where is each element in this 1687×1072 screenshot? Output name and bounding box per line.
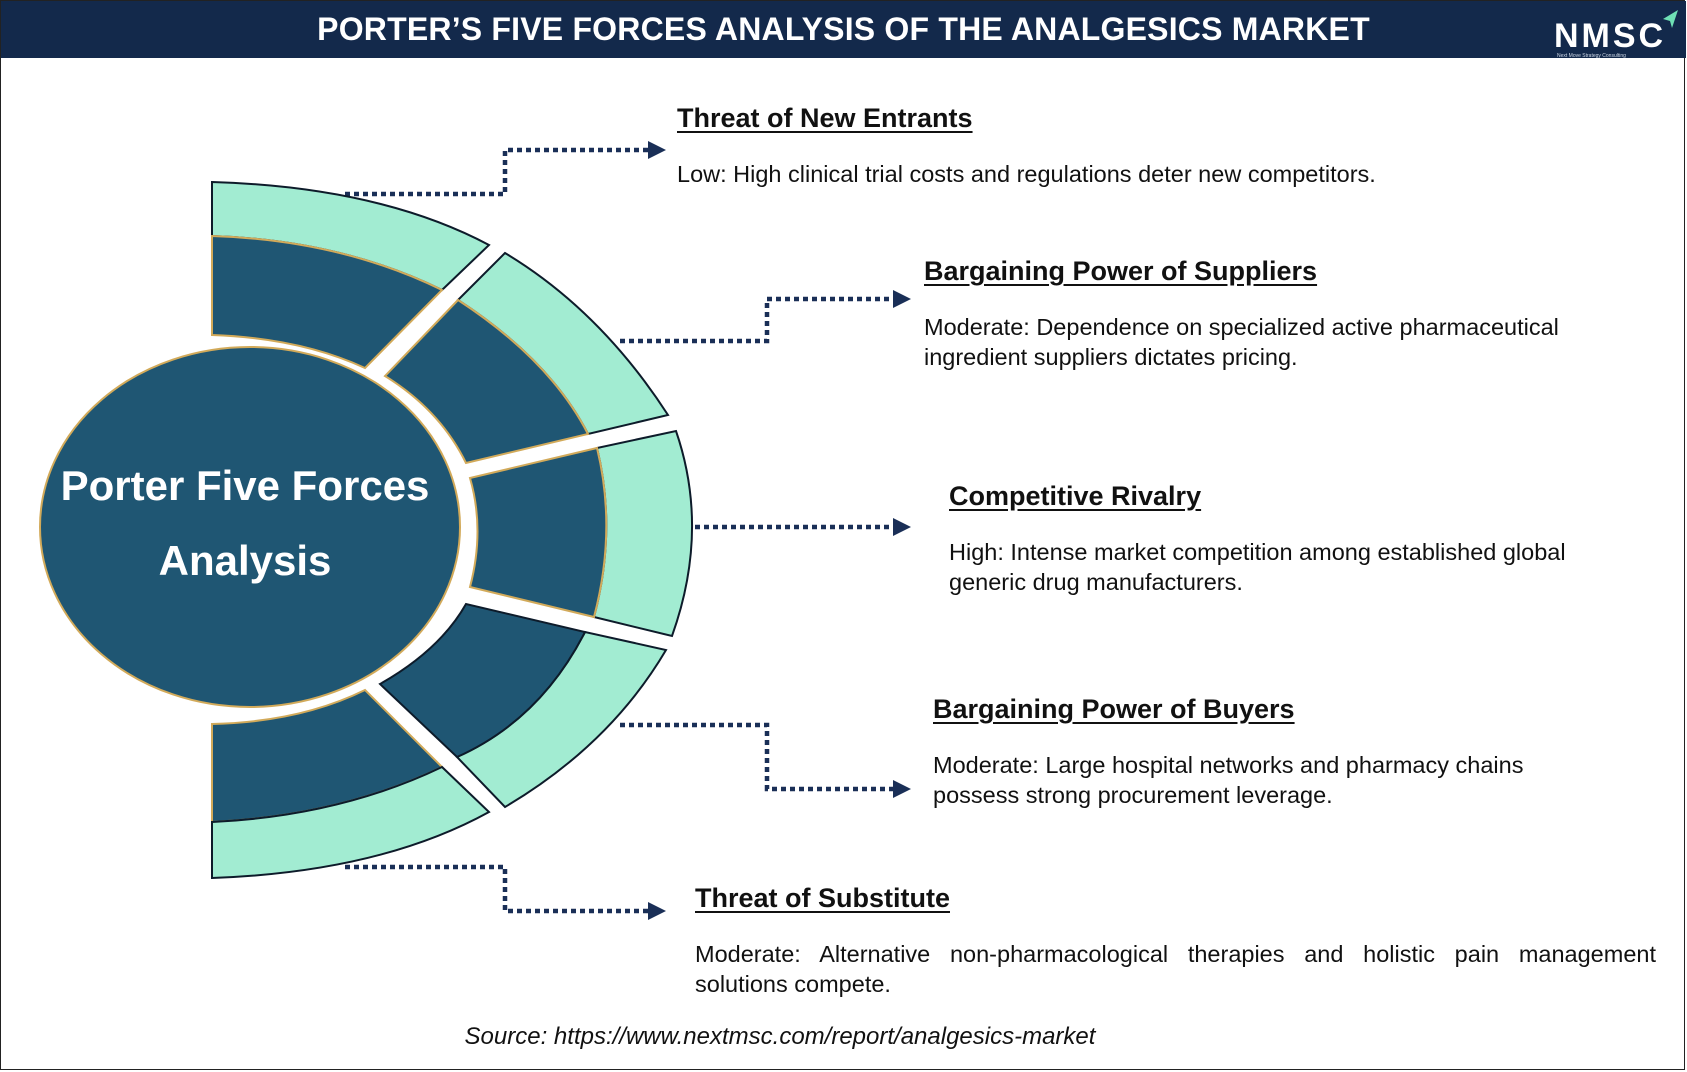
arrowhead-substitute: [648, 902, 666, 920]
segment-buyers-inner: [378, 602, 587, 759]
force-desc-suppliers: Moderate: Dependence on specialized acti…: [924, 314, 1559, 370]
force-title-buyers: Bargaining Power of Buyers: [933, 694, 1295, 724]
segment-substitute-outer: [211, 765, 491, 880]
header-bar: PORTER’S FIVE FORCES ANALYSIS OF THE ANA…: [1, 1, 1686, 59]
force-title-rivalry: Competitive Rivalry: [949, 481, 1202, 511]
logo-tagline: Next Move Strategy Consulting: [1557, 53, 1626, 59]
segment-suppliers-inner: [383, 298, 590, 465]
connector-new-entrants: [345, 147, 650, 197]
nmsc-logo: NMSC Next Move Strategy Consulting: [1549, 9, 1679, 59]
arrowhead-rivalry: [893, 518, 911, 536]
arrowhead-new-entrants: [648, 141, 666, 159]
page-title: PORTER’S FIVE FORCES ANALYSIS OF THE ANA…: [317, 11, 1370, 47]
force-desc-substitute: Moderate: Alternative non-pharmacologica…: [695, 941, 1656, 997]
force-desc-rivalry: High: Intense market competition among e…: [949, 539, 1566, 595]
logo-arrow-icon: [1663, 10, 1678, 28]
force-title-substitute: Threat of Substitute: [695, 883, 950, 913]
connector-suppliers: [620, 296, 895, 344]
segment-new-entrants-inner: [211, 234, 444, 370]
force-desc-buyers: Moderate: Large hospital networks and ph…: [933, 752, 1524, 808]
force-title-suppliers: Bargaining Power of Suppliers: [924, 256, 1318, 286]
center-label-line2: Analysis: [159, 537, 332, 584]
arrowhead-suppliers: [893, 290, 911, 308]
connector-substitute: [345, 864, 650, 914]
segment-rivalry-inner: [468, 446, 608, 619]
force-title-new-entrants: Threat of New Entrants: [677, 103, 973, 133]
logo-text: NMSC: [1554, 17, 1667, 55]
connector-buyers: [620, 722, 895, 792]
force-desc-new-entrants: Low: High clinical trial costs and regul…: [677, 161, 1376, 187]
arrowhead-buyers: [893, 780, 911, 798]
center-label-line1: Porter Five Forces: [61, 462, 430, 509]
source-citation: Source: https://www.nextmsc.com/report/a…: [464, 1023, 1096, 1050]
segment-rivalry-outer: [592, 429, 694, 638]
center-ellipse: [39, 346, 461, 708]
